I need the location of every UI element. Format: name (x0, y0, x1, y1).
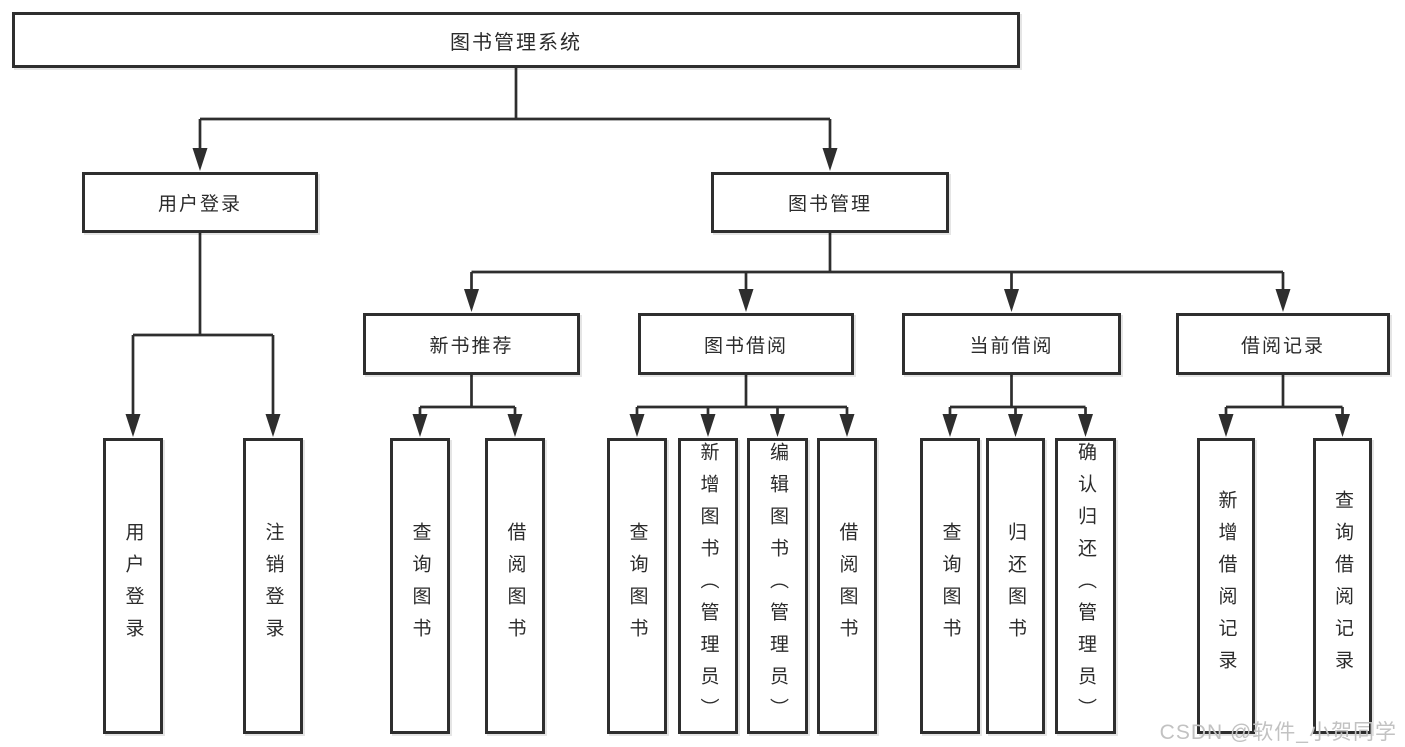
arrows-new-book-recommend (412, 414, 523, 437)
node-book-management-system: 图书管理系统 (12, 12, 1020, 68)
node-label: 查询图书 (939, 522, 961, 650)
node-label: 确认归还（管理员） (1075, 442, 1096, 730)
connector-new-book-recommend (418, 375, 517, 418)
arrows-borrow-records (1218, 414, 1350, 437)
node-label: 借阅图书 (504, 522, 526, 650)
node-label: 图书管理系统 (450, 31, 582, 54)
arrows-user-login (125, 414, 281, 437)
leaf-logout: 注销登录 (243, 438, 303, 734)
arrows-root (192, 148, 838, 171)
node-label: 新增借阅记录 (1215, 490, 1237, 682)
connector-root (198, 68, 832, 152)
node-borrow-records: 借阅记录 (1176, 313, 1390, 375)
leaf-current-confirm-return-admin: 确认归还（管理员） (1055, 438, 1116, 734)
node-label: 编辑图书（管理员） (767, 442, 788, 730)
arrows-book-borrow (629, 414, 855, 437)
node-label: 图书管理 (787, 194, 872, 215)
leaf-borrow-query-books: 查询图书 (607, 438, 667, 734)
node-label: 借阅图书 (836, 522, 858, 650)
node-book-management: 图书管理 (711, 172, 949, 233)
node-label: 新增图书（管理员） (697, 442, 719, 730)
leaf-current-query-books: 查询图书 (920, 438, 980, 734)
node-label: 图书借阅 (703, 335, 788, 357)
leaf-borrow-edit-books-admin: 编辑图书（管理员） (747, 438, 808, 734)
node-new-book-recommend: 新书推荐 (363, 313, 580, 375)
csdn-watermark: CSDN @软件_小贺同学 (1159, 721, 1397, 744)
node-book-borrow: 图书借阅 (638, 313, 854, 375)
leaf-records-add-borrow-record: 新增借阅记录 (1197, 438, 1255, 734)
node-label: 用户登录 (157, 194, 242, 215)
leaf-current-return-books: 归还图书 (986, 438, 1045, 734)
node-current-borrow: 当前借阅 (902, 313, 1121, 375)
connector-book-borrow (635, 375, 849, 418)
arrows-book-management (464, 289, 1291, 312)
leaf-recommend-query-books: 查询图书 (390, 438, 450, 734)
node-label: 查询图书 (626, 522, 648, 650)
leaf-recommend-borrow-books: 借阅图书 (485, 438, 545, 734)
leaf-borrow-borrow-books: 借阅图书 (817, 438, 877, 734)
node-label: 借阅记录 (1240, 335, 1325, 357)
node-label: 新书推荐 (429, 335, 514, 357)
node-label: 用户登录 (122, 522, 144, 650)
node-label: 归还图书 (1005, 522, 1026, 650)
connector-current-borrow (948, 375, 1087, 418)
connector-borrow-records (1224, 375, 1344, 418)
node-label: 查询借阅记录 (1332, 490, 1353, 682)
arrows-current-borrow (942, 414, 1093, 437)
connector-user-login (131, 233, 275, 418)
node-label: 查询图书 (409, 522, 431, 650)
leaf-borrow-add-books-admin: 新增图书（管理员） (678, 438, 738, 734)
leaf-records-query-borrow-record: 查询借阅记录 (1313, 438, 1372, 734)
node-label: 当前借阅 (969, 335, 1054, 357)
node-label: 注销登录 (262, 522, 284, 650)
leaf-user-login: 用户登录 (103, 438, 163, 734)
connector-book-management (470, 233, 1285, 293)
node-user-login: 用户登录 (82, 172, 318, 233)
